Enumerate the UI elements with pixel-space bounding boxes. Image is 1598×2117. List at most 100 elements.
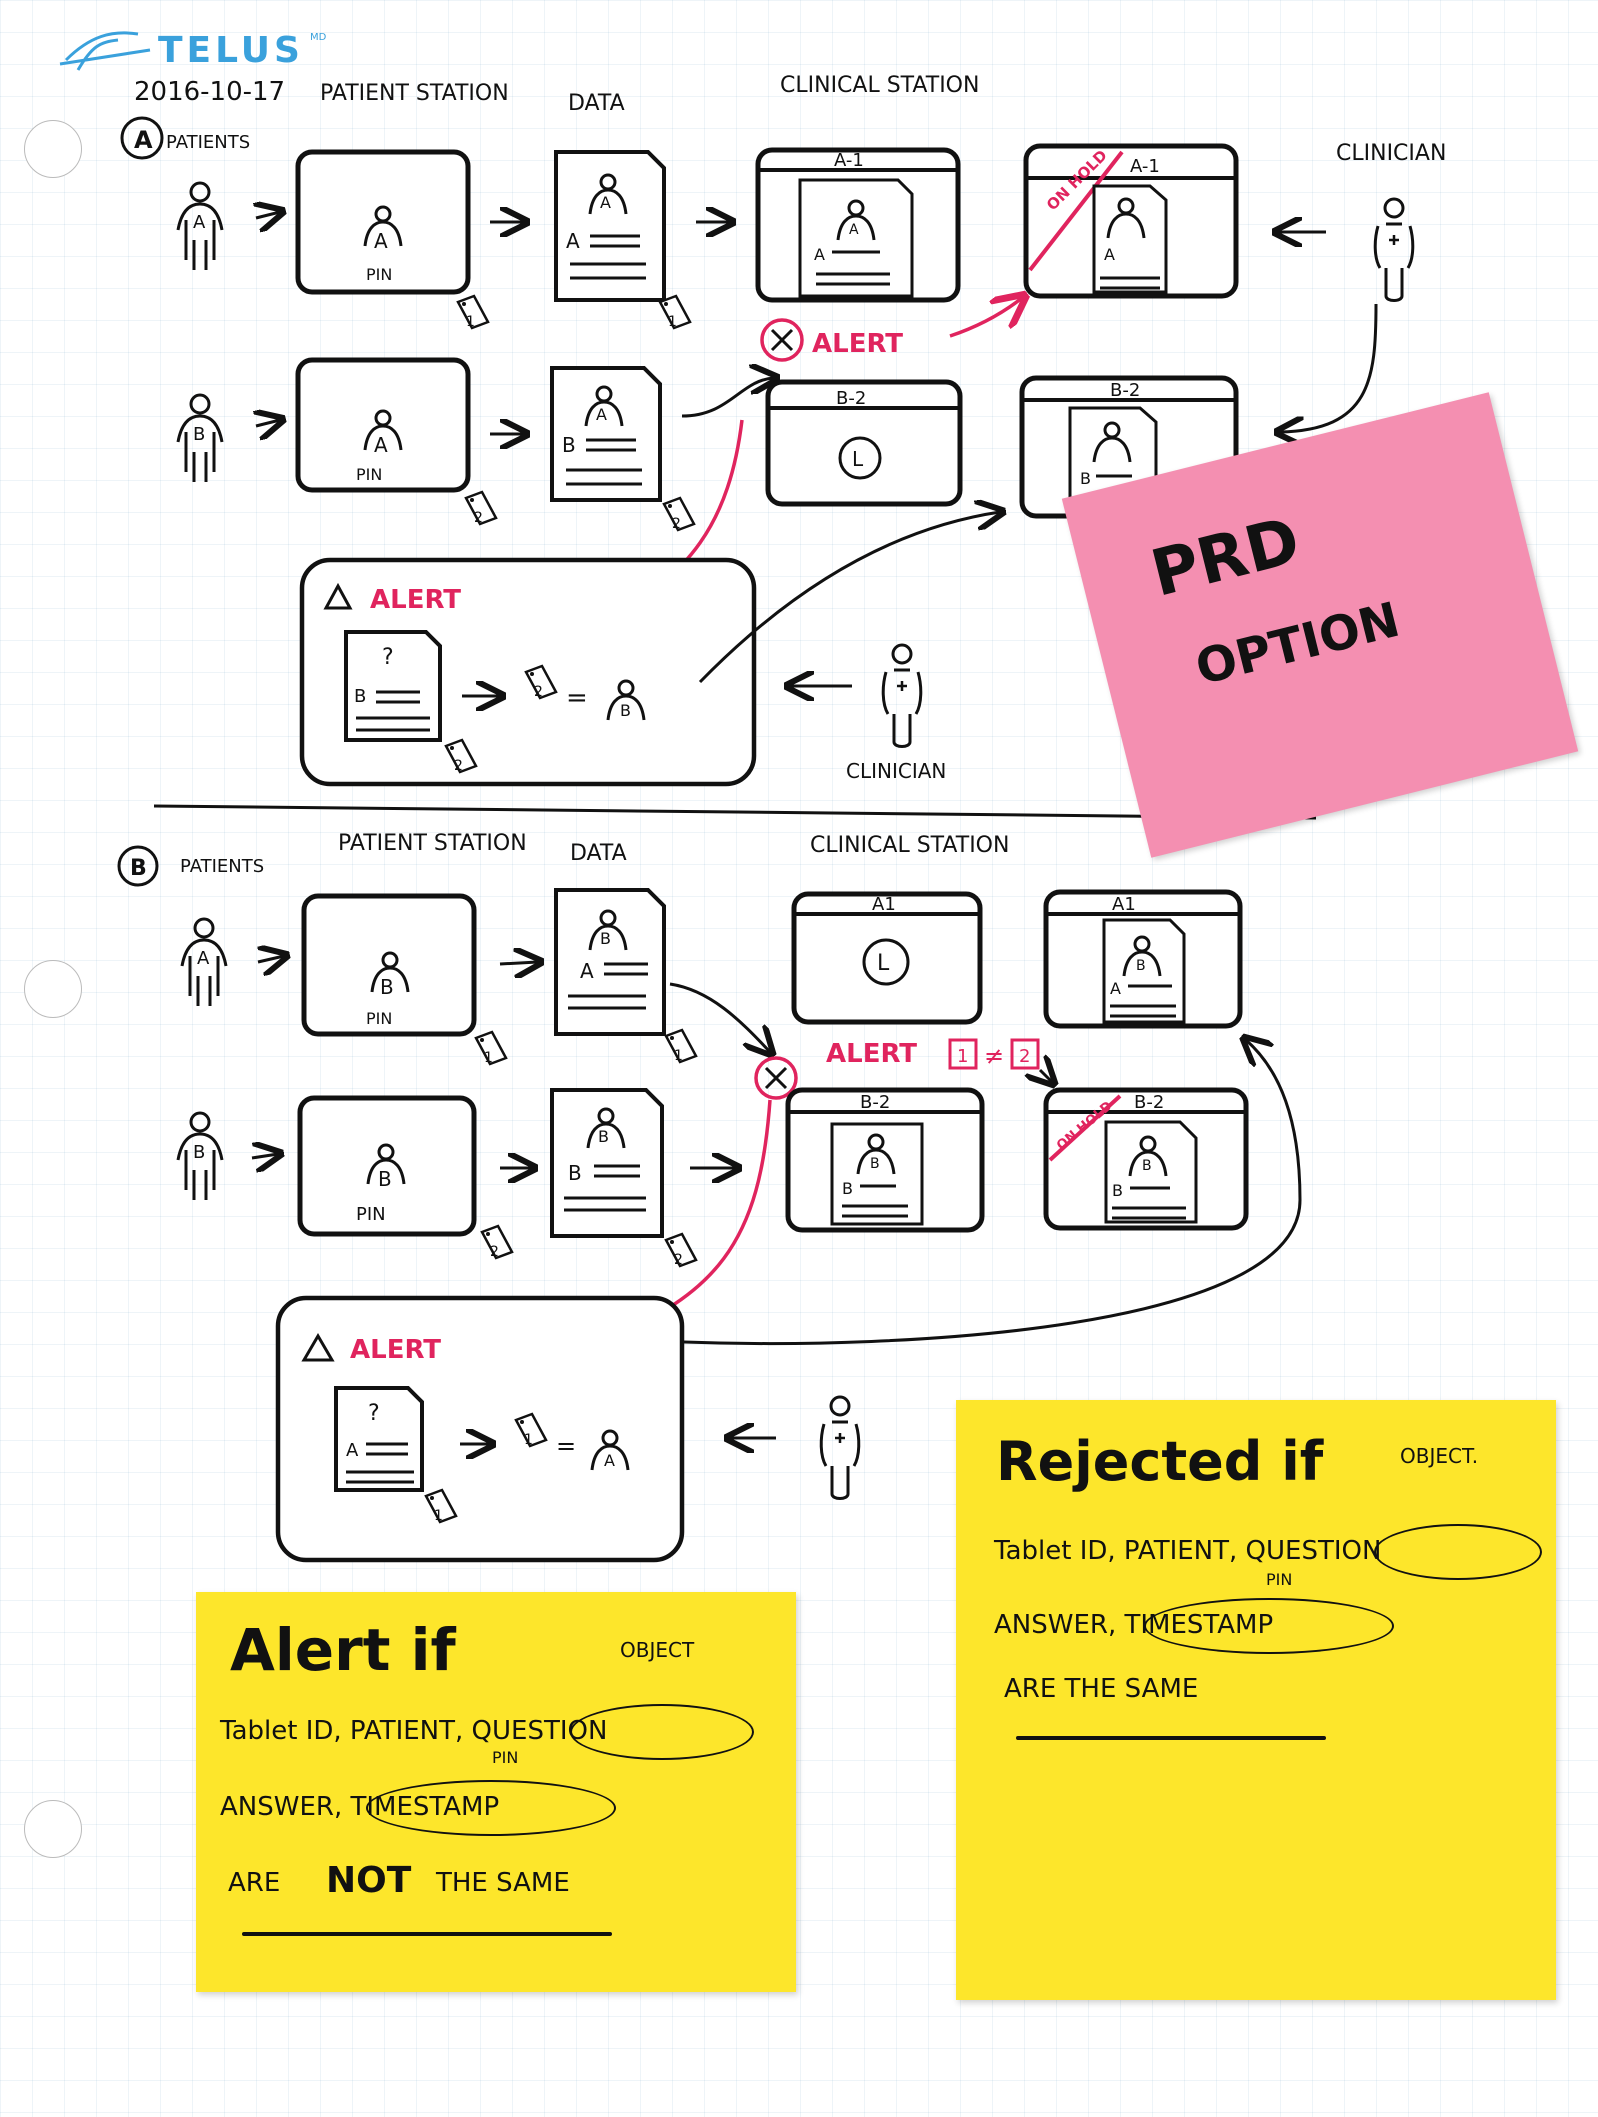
svg-text:2: 2	[474, 510, 483, 526]
svg-text:B: B	[193, 1142, 205, 1163]
svg-text:A: A	[604, 1451, 615, 1470]
col-data: DATA	[568, 91, 625, 116]
svg-text:A: A	[374, 229, 388, 253]
svg-text:PIN: PIN	[366, 1009, 392, 1028]
diagram-date: 2016-10-17	[134, 77, 285, 107]
svg-text:2: 2	[1019, 1046, 1030, 1067]
svg-text:L: L	[877, 951, 890, 976]
binder-hole	[24, 960, 82, 1018]
svg-text:ALERT: ALERT	[812, 329, 903, 359]
svg-text:A-1: A-1	[1130, 156, 1160, 177]
rejected-if-underline	[1016, 1736, 1326, 1740]
svg-text:A: A	[1110, 979, 1121, 998]
svg-text:≠: ≠	[984, 1042, 1004, 1070]
svg-text:A: A	[849, 222, 859, 238]
svg-text:2: 2	[672, 516, 681, 532]
clinician-figure	[1373, 197, 1415, 302]
svg-text:B: B	[1142, 1158, 1152, 1174]
svg-text:B-2: B-2	[1110, 380, 1140, 401]
svg-text:B-2: B-2	[1134, 1092, 1164, 1113]
svg-text:=: =	[556, 1432, 576, 1460]
timestamp-oval-2	[1144, 1598, 1394, 1654]
alert-if-line3a: ARE	[228, 1868, 281, 1898]
svg-text:B: B	[598, 1127, 609, 1146]
alert-x-a: ALERT	[760, 318, 903, 362]
svg-text:A: A	[566, 229, 580, 253]
data-doc-a2: A B 2	[550, 366, 696, 532]
prd-label: PRD	[1144, 503, 1307, 612]
svg-text:1: 1	[484, 1050, 493, 1066]
svg-text:B: B	[1112, 1181, 1123, 1200]
review-screen-b1: A1 B A	[1043, 889, 1243, 1029]
patient-b1: A	[180, 917, 228, 1008]
svg-text:B: B	[193, 424, 205, 445]
clinical-screen-a2: B-2 L	[765, 379, 963, 507]
svg-text:1: 1	[957, 1046, 968, 1067]
question-oval-2	[1374, 1524, 1542, 1580]
svg-text:B-2: B-2	[860, 1092, 890, 1113]
rejected-if-pin: PIN	[1266, 1570, 1293, 1589]
svg-text:1: 1	[434, 1508, 443, 1524]
svg-text:1: 1	[668, 314, 677, 330]
question-oval	[570, 1704, 754, 1760]
svg-text:A: A	[814, 245, 825, 264]
col-clinical-station: CLINICAL STATION	[780, 73, 979, 98]
data-doc-b2: B B 2	[550, 1088, 698, 1268]
svg-text:B: B	[1080, 469, 1091, 488]
svg-text:2: 2	[454, 758, 463, 774]
svg-text:B: B	[600, 929, 611, 948]
svg-text:B: B	[842, 1179, 853, 1198]
patient-a1: A	[176, 181, 224, 272]
col-patient-station: PATIENT STATION	[320, 81, 509, 106]
data-doc-b1: B A 1	[554, 888, 698, 1064]
sticky-note-rejected-if: Rejected if OBJECT. Tablet ID, PATIENT, …	[956, 1400, 1556, 2000]
svg-text:A: A	[193, 212, 206, 233]
rejected-if-line3: ARE THE SAME	[1004, 1674, 1199, 1704]
timestamp-oval	[366, 1780, 616, 1836]
svg-text:B: B	[870, 1156, 880, 1172]
svg-text:2: 2	[534, 684, 543, 700]
rejected-if-line1: Tablet ID, PATIENT, QUESTION	[994, 1536, 1382, 1566]
svg-text:ALERT: ALERT	[350, 1335, 441, 1365]
clinical-screen-a1: A-1 A A	[755, 147, 961, 303]
svg-text:B: B	[562, 433, 576, 457]
svg-text:B: B	[130, 856, 147, 881]
svg-text:PATIENT STATION: PATIENT STATION	[338, 831, 527, 856]
section-divider	[153, 804, 1317, 820]
svg-text:A: A	[596, 405, 607, 424]
svg-text:A: A	[1104, 245, 1115, 264]
svg-text:A: A	[374, 433, 388, 457]
svg-text:1: 1	[466, 314, 475, 330]
alert-if-line1: Tablet ID, PATIENT, QUESTION	[220, 1716, 608, 1746]
svg-text:B-2: B-2	[836, 388, 866, 409]
patient-a2: B	[176, 393, 224, 484]
svg-text:A: A	[346, 1440, 359, 1461]
svg-text:A-1: A-1	[834, 150, 864, 171]
sticky-note-alert-if: Alert if OBJECT Tablet ID, PATIENT, QUES…	[196, 1592, 796, 1992]
svg-text:B: B	[1136, 958, 1146, 974]
alert-if-title: Alert if	[230, 1616, 456, 1684]
svg-text:A: A	[600, 193, 611, 212]
svg-text:ALERT: ALERT	[370, 585, 461, 615]
section-b: B PATIENTS PATIENT STATION DATA CLINICAL…	[117, 831, 1302, 1563]
patient-station-b2: B PIN 2	[297, 1095, 514, 1260]
svg-text:PIN: PIN	[356, 465, 382, 484]
svg-text:?: ?	[368, 1401, 380, 1426]
alert-box-b: ALERT ? A 1 1 = A	[275, 1295, 685, 1563]
hold-screen-a1: A-1 ON HOLD A	[1023, 143, 1239, 299]
alert-if-note: OBJECT	[620, 1638, 695, 1662]
svg-text:DATA: DATA	[570, 841, 627, 866]
svg-text:B: B	[568, 1161, 582, 1185]
binder-hole	[24, 1800, 82, 1858]
svg-text:B: B	[378, 1167, 392, 1191]
svg-text:1: 1	[674, 1048, 683, 1064]
hold-screen-b2: B-2 ON HOLD B B	[1043, 1087, 1249, 1231]
alert-box-a: ALERT ? B 2 2 = B	[299, 557, 757, 787]
svg-text:A1: A1	[872, 894, 896, 915]
svg-text:ALERT: ALERT	[826, 1039, 917, 1069]
rejected-if-title: Rejected if	[996, 1430, 1324, 1493]
svg-text:B: B	[620, 701, 631, 720]
lock-icon: L	[852, 447, 864, 471]
svg-text:PIN: PIN	[356, 1204, 386, 1225]
